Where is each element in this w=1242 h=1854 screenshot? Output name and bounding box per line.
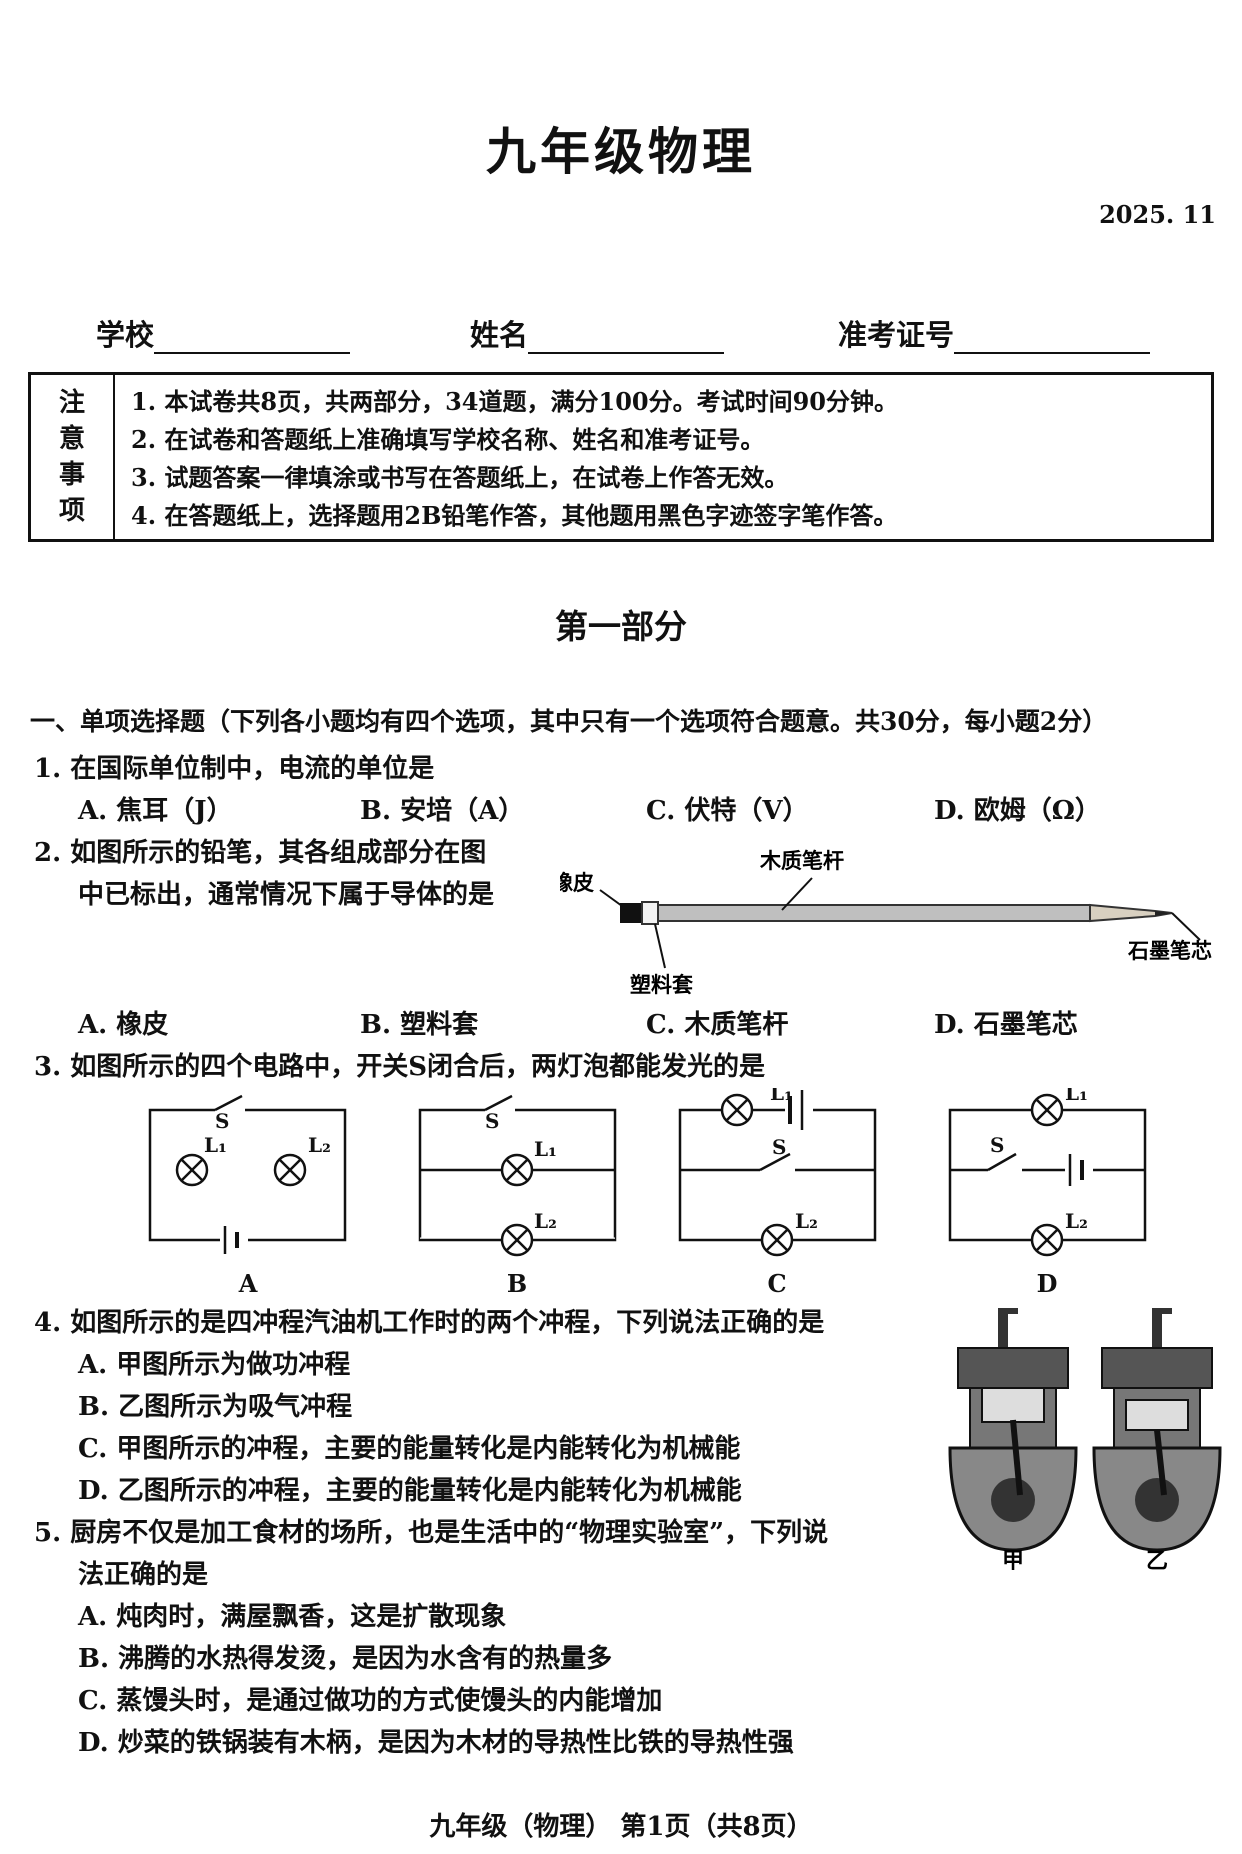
q5-option-a[interactable]: A. 炖肉时，满屋飘香，这是扩散现象 [78,1602,507,1632]
pencil-eraser [620,903,642,923]
engine-label-yi: 乙 [1146,1548,1168,1570]
part-heading: 一、单项选择题（下列各小题均有四个选项，其中只有一个选项符合题意。共30分，每小… [30,707,1108,736]
q2-stem-line2: 中已标出，通常情况下属于导体的是 [78,880,495,910]
circuit-a [148,1094,347,1254]
q1-option-d[interactable]: D. 欧姆（Ω） [934,796,1101,826]
q4-option-c[interactable]: C. 甲图所示的冲程，主要的能量转化是内能转化为机械能 [78,1434,741,1464]
label-l2: L₂ [1065,1209,1088,1233]
q5-option-c[interactable]: C. 蒸馒头时，是通过做功的方式使馒头的内能增加 [78,1686,663,1716]
exam-date: 2025. 11 [1099,200,1216,229]
q2-stem-line1: 2. 如图所示的铅笔，其各组成部分在图 [34,838,487,868]
name-label: 姓名 [470,318,529,352]
lamp-a-l1 [175,1153,209,1187]
label-s: S [215,1109,229,1133]
page-footer: 九年级（物理） 第1页（共8页） [429,1812,813,1842]
lamp-b-l1 [500,1153,534,1187]
q4-option-d[interactable]: D. 乙图所示的冲程，主要的能量转化是内能转化为机械能 [78,1476,742,1506]
name-field: 姓名 [470,312,725,354]
q1-stem: 1. 在国际单位制中，电流的单位是 [34,754,435,784]
label-eraser: 橡皮 [560,870,594,895]
circuit-label-a: A [238,1269,258,1298]
page-title: 九年级物理 [486,122,756,181]
notice-item: 1. 本试卷共8页，共两部分，34道题，满分100分。考试时间90分钟。 [131,387,899,416]
lamp-c-l2 [760,1223,794,1257]
circuits-figure: S L₁ L₂ S L₁ L₂ L₁ S L₂ L₁ S L₂ A B C D [148,1088,1147,1298]
id-label: 准考证号 [838,318,955,352]
q5-option-d[interactable]: D. 炒菜的铁锅装有木柄，是因为木材的导热性比铁的导热性强 [78,1728,794,1758]
q4-option-a[interactable]: A. 甲图所示为做功冲程 [78,1350,351,1380]
section-title: 第一部分 [555,607,687,646]
label-l2: L₂ [795,1209,818,1233]
q1-option-a[interactable]: A. 焦耳（J） [78,796,233,826]
pencil-plastic-sleeve [641,901,659,925]
notice-items: 1. 本试卷共8页，共两部分，34道题，满分100分。考试时间90分钟。 2. … [131,383,898,535]
circuit-label-c: C [767,1269,786,1298]
q2-option-d[interactable]: D. 石墨笔芯 [934,1010,1078,1040]
q5-stem-line2: 法正确的是 [78,1560,209,1590]
label-plastic: 塑料套 [630,972,693,997]
id-field: 准考证号 [838,312,1151,354]
school-blank[interactable] [154,322,351,354]
notice-label: 注 意 事 项 [31,375,115,539]
label-l2: L₂ [308,1133,331,1157]
engine-jia [948,1308,1078,1552]
label-s: S [990,1133,1004,1157]
notice-item: 4. 在答题纸上，选择题用2B铅笔作答，其他题用黑色字迹签字笔作答。 [131,501,898,530]
lamp-d-l2 [1030,1223,1064,1257]
circuit-c [678,1090,877,1242]
notice-box: 注 意 事 项 1. 本试卷共8页，共两部分，34道题，满分100分。考试时间9… [28,372,1214,542]
engine-figure: 甲 乙 [948,1308,1222,1570]
engine-label-jia: 甲 [1002,1548,1024,1570]
label-l1: L₁ [204,1133,227,1157]
q4-option-b[interactable]: B. 乙图所示为吸气冲程 [78,1392,353,1422]
label-wood: 木质笔杆 [759,848,844,873]
q2-option-a[interactable]: A. 橡皮 [78,1010,169,1040]
q5-stem-line1: 5. 厨房不仅是加工食材的场所，也是生活中的“物理实验室”，下列说 [34,1518,829,1548]
label-s: S [485,1109,499,1133]
lamp-b-l2 [500,1223,534,1257]
name-blank[interactable] [528,322,725,354]
lamp-c-l1 [720,1093,754,1127]
circuit-d [948,1108,1147,1242]
label-l2: L₂ [534,1209,557,1233]
q5-option-b[interactable]: B. 沸腾的水热得发烫，是因为水含有的热量多 [78,1644,613,1674]
id-blank[interactable] [954,322,1151,354]
q4-stem: 4. 如图所示的是四冲程汽油机工作时的两个冲程，下列说法正确的是 [34,1308,825,1338]
q2-option-c[interactable]: C. 木质笔杆 [646,1010,789,1040]
q3-stem: 3. 如图所示的四个电路中，开关S闭合后，两灯泡都能发光的是 [34,1052,765,1082]
notice-item: 2. 在试卷和答题纸上准确填写学校名称、姓名和准考证号。 [131,425,765,454]
pencil-wood [649,904,1091,922]
q1-option-c[interactable]: C. 伏特（V） [646,796,809,826]
notice-item: 3. 试题答案一律填涂或书写在答题纸上，在试卷上作答无效。 [131,463,789,492]
q1-option-b[interactable]: B. 安培（A） [360,796,525,826]
label-l1: L₁ [534,1137,557,1161]
q2-option-b[interactable]: B. 塑料套 [360,1010,479,1040]
label-s: S [772,1135,786,1159]
engine-yi [1092,1308,1222,1552]
lamp-d-l1 [1030,1093,1064,1127]
circuit-label-b: B [507,1269,527,1298]
pencil-figure: 橡皮 木质笔杆 塑料套 石墨笔芯 [560,848,1212,997]
label-l1: L₁ [1065,1088,1088,1105]
school-label: 学校 [96,318,155,352]
circuit-label-d: D [1037,1269,1058,1298]
label-graphite: 石墨笔芯 [1127,938,1212,963]
lamp-a-l2 [273,1153,307,1187]
pencil-graphite [1155,911,1172,916]
label-l1: L₁ [770,1088,793,1105]
school-field: 学校 [96,312,351,354]
